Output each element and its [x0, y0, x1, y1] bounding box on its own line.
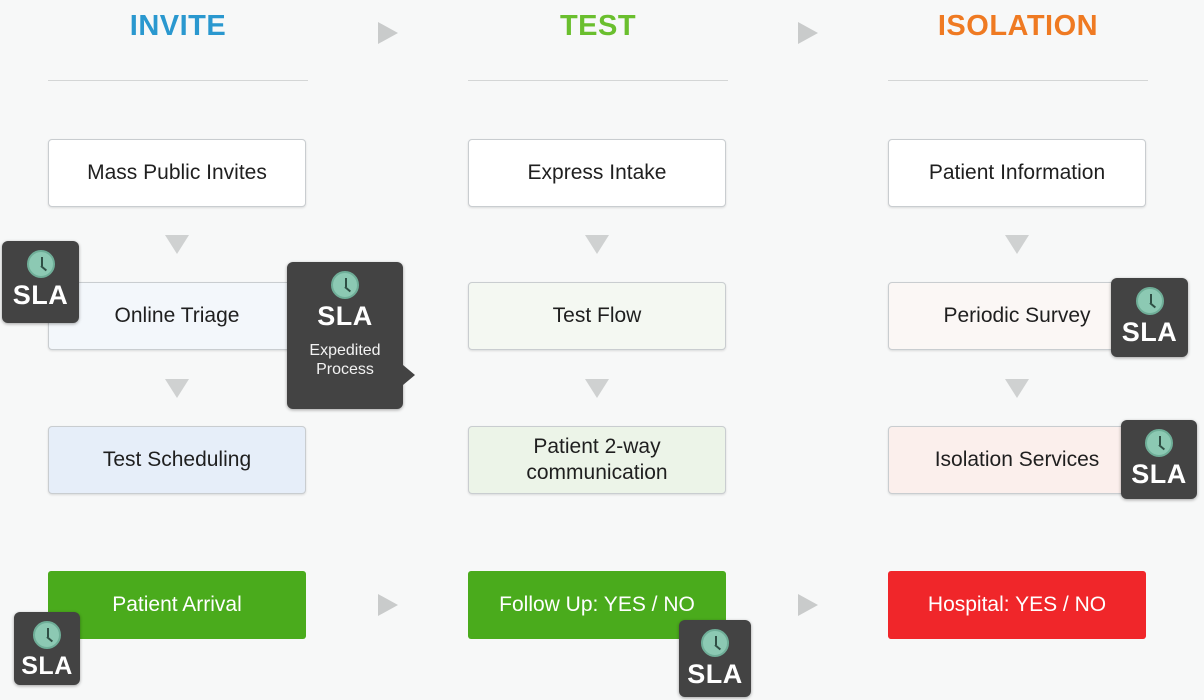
- expedited-process-label: Expedited Process: [309, 342, 381, 378]
- step-patient-information: Patient Information: [888, 139, 1146, 207]
- step-isolation-services: Isolation Services: [888, 426, 1146, 494]
- outcome-follow-up: Follow Up: YES / NO: [468, 571, 726, 639]
- header-isolation: ISOLATION: [937, 10, 1099, 42]
- down-arrow-icon: [165, 235, 189, 254]
- clock-icon: [701, 629, 729, 657]
- down-arrow-icon: [1005, 379, 1029, 398]
- step-test-flow: Test Flow: [468, 282, 726, 350]
- header-divider: [48, 80, 308, 81]
- clock-icon: [33, 621, 61, 649]
- step-patient-2-way-communication: Patient 2-way communication: [468, 426, 726, 494]
- step-mass-public-invites: Mass Public Invites: [48, 139, 306, 207]
- header-invite: INVITE: [129, 10, 227, 42]
- outcome-arrow-1-icon: [378, 594, 398, 616]
- sla-badge: SLA: [1121, 420, 1197, 499]
- clock-icon: [1135, 287, 1164, 315]
- down-arrow-icon: [585, 379, 609, 398]
- outcome-patient-arrival: Patient Arrival: [48, 571, 306, 639]
- header-test: TEST: [559, 10, 637, 42]
- header-divider: [468, 80, 728, 81]
- header-arrow-2-icon: [798, 22, 818, 44]
- sla-label: SLA: [1121, 317, 1178, 347]
- step-periodic-survey: Periodic Survey: [888, 282, 1146, 350]
- clock-icon: [331, 271, 359, 299]
- sla-label: SLA: [1131, 459, 1187, 489]
- sla-label: SLA: [12, 280, 69, 310]
- step-test-scheduling: Test Scheduling: [48, 426, 306, 494]
- clock-icon: [26, 250, 55, 278]
- step-online-triage: Online Triage: [48, 282, 306, 350]
- down-arrow-icon: [1005, 235, 1029, 254]
- sla-badge: SLA: [679, 620, 751, 697]
- outcome-hospital: Hospital: YES / NO: [888, 571, 1146, 639]
- sla-badge: SLA: [1111, 278, 1188, 357]
- sla-badge: SLA: [2, 241, 79, 323]
- callout-pointer-icon: [403, 365, 415, 385]
- down-arrow-icon: [165, 379, 189, 398]
- header-arrow-1-icon: [378, 22, 398, 44]
- header-divider: [888, 80, 1148, 81]
- step-express-intake: Express Intake: [468, 139, 726, 207]
- sla-badge: SLA: [14, 612, 80, 685]
- outcome-arrow-2-icon: [798, 594, 818, 616]
- sla-label: SLA: [21, 652, 73, 680]
- sla-expedited-callout: SLA Expedited Process: [287, 262, 403, 409]
- sla-label: SLA: [317, 301, 373, 331]
- down-arrow-icon: [585, 235, 609, 254]
- clock-icon: [1145, 429, 1173, 457]
- sla-label: SLA: [687, 659, 743, 689]
